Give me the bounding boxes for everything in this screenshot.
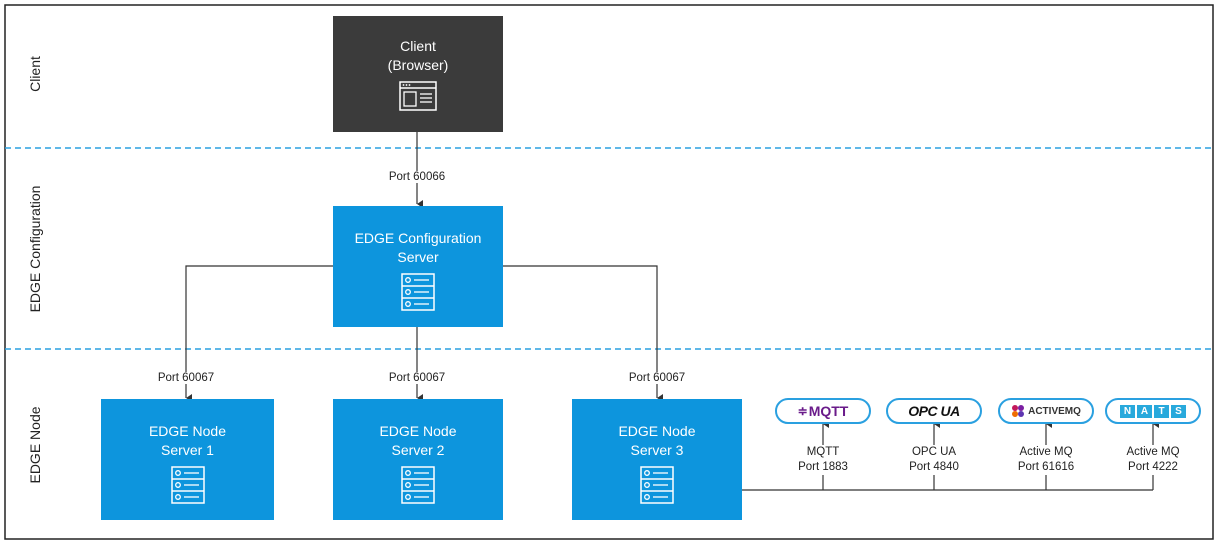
lane-label-edge-configuration: EDGE Configuration (27, 185, 43, 313)
broker-label-activemq: Active MQ Port 61616 (1015, 445, 1077, 475)
node-2-title: EDGE Node (379, 423, 457, 439)
lane-label-client: Client (27, 56, 43, 92)
port-label-node-1: Port 60067 (155, 372, 217, 384)
browser-icon (399, 81, 437, 111)
node-2-subtitle: Server 2 (391, 442, 445, 458)
client-subtitle: (Browser) (387, 57, 449, 73)
edge-node-server-3-box[interactable]: EDGE Node Server 3 (572, 399, 742, 520)
port-label-client-config: Port 60066 (386, 171, 448, 183)
mqtt-signal-icon: ≑ (797, 404, 808, 418)
server-icon (401, 273, 435, 311)
server-icon (401, 466, 435, 504)
opc-ua-logo: OPC UA (886, 398, 982, 424)
activemq-logo: ACTIVEMQ (998, 398, 1094, 424)
port-label-node-3: Port 60067 (626, 372, 688, 384)
server-icon (640, 466, 674, 504)
client-browser-box[interactable]: Client (Browser) (333, 16, 503, 132)
config-server-subtitle: Server (397, 249, 439, 265)
edge-node-server-1-box[interactable]: EDGE Node Server 1 (101, 399, 274, 520)
connector-config-node-1 (185, 265, 333, 402)
lane-label-edge-node: EDGE Node (27, 406, 43, 484)
mqtt-logo: ≑ MQTT (775, 398, 871, 424)
activemq-feather-icon (1012, 405, 1025, 417)
config-server-title: EDGE Configuration (354, 230, 482, 246)
edge-configuration-server-box[interactable]: EDGE Configuration Server (333, 206, 503, 327)
broker-label-mqtt: MQTT Port 1883 (796, 445, 850, 475)
broker-label-opc-ua: OPC UA Port 4840 (907, 445, 961, 475)
outer-border (4, 4, 1214, 540)
nats-logo: N A T S (1105, 398, 1201, 424)
edge-node-server-2-box[interactable]: EDGE Node Server 2 (333, 399, 503, 520)
broker-label-nats: Active MQ Port 4222 (1124, 445, 1182, 475)
server-icon (170, 466, 205, 504)
client-title: Client (400, 38, 436, 54)
node-1-subtitle: Server 1 (161, 442, 214, 458)
connector-config-node-3 (503, 265, 663, 402)
node-3-title: EDGE Node (618, 423, 696, 439)
node-3-subtitle: Server 3 (630, 442, 684, 458)
node-1-title: EDGE Node (148, 423, 227, 439)
port-label-node-2: Port 60067 (386, 372, 448, 384)
